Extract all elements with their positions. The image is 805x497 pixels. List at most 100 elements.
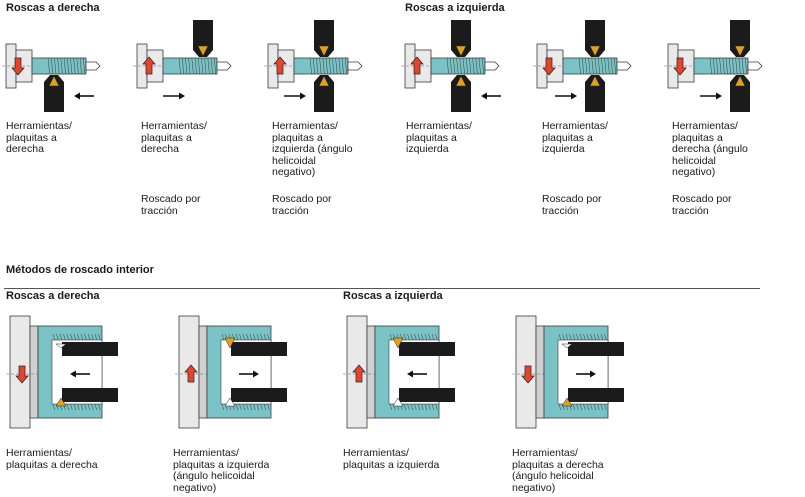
thread-line xyxy=(562,333,565,341)
ext-caption-method-5: Roscado por tracción xyxy=(542,193,602,217)
thread-line xyxy=(63,57,66,75)
insert-top-icon xyxy=(55,343,67,349)
insert-bottom-icon xyxy=(224,397,236,407)
feed-arrow-head-icon xyxy=(179,92,185,100)
feed-arrow-head-icon xyxy=(253,370,259,378)
thread-line xyxy=(588,57,591,75)
tool-holder-bottom xyxy=(314,75,334,112)
insert-top-icon xyxy=(318,45,330,57)
insert-top-icon xyxy=(392,337,404,349)
tool-holder-top xyxy=(193,20,213,57)
rotation-arrow-up-icon xyxy=(142,56,156,75)
rotation-arrow-up-icon xyxy=(352,364,366,383)
thread-line xyxy=(579,403,583,411)
thread-line xyxy=(435,333,438,341)
thread-line xyxy=(239,403,242,411)
thread-line xyxy=(462,57,465,75)
thread-line xyxy=(579,333,583,341)
thread-line xyxy=(593,333,597,341)
thread-line xyxy=(581,57,585,75)
thread-line xyxy=(741,57,744,75)
int-figure-3 xyxy=(343,312,455,432)
thread-line xyxy=(80,333,84,341)
thread-line xyxy=(569,333,572,341)
thread-line xyxy=(73,57,76,75)
rotation-arrow-up-icon xyxy=(184,364,198,383)
ext-diagram xyxy=(533,20,632,112)
ext-diagram xyxy=(2,43,101,112)
thread-line xyxy=(76,57,79,75)
thread-line xyxy=(235,403,239,411)
thread-line xyxy=(256,333,260,341)
insert-bottom-icon xyxy=(392,397,404,407)
thread-line xyxy=(87,333,91,341)
thread-line xyxy=(66,403,70,411)
thread-line xyxy=(73,333,77,341)
thread-line xyxy=(80,403,84,411)
thread-line xyxy=(94,333,98,341)
insert-bottom-icon xyxy=(734,75,746,87)
tool-holder-top xyxy=(730,20,750,57)
thread-line xyxy=(719,57,722,75)
thread-line xyxy=(52,333,56,341)
thread-line xyxy=(604,57,607,75)
thread-line xyxy=(591,57,594,75)
rotation-arrow-down-icon xyxy=(15,365,29,384)
int-diagram xyxy=(175,315,287,429)
thread-line xyxy=(79,57,82,75)
thread-line xyxy=(52,403,56,411)
thread-line xyxy=(98,403,101,411)
thread-line xyxy=(84,403,87,411)
thread-line xyxy=(325,57,328,75)
feed-arrow-head-icon xyxy=(70,370,76,378)
thread-line xyxy=(221,403,225,411)
feed-arrow-head-icon xyxy=(300,92,306,100)
feed-arrow-head-icon xyxy=(74,92,80,100)
thread-line xyxy=(453,57,456,75)
thread-line xyxy=(597,333,600,341)
thread-line xyxy=(309,57,312,75)
thread-line xyxy=(70,403,73,411)
chuck-jaw xyxy=(366,325,376,419)
thread-line xyxy=(414,403,417,411)
ext-figure-5 xyxy=(533,20,645,112)
feed-arrow-head-icon xyxy=(590,370,596,378)
thread-line xyxy=(424,333,428,341)
tailstock-centre xyxy=(747,61,763,71)
thread-line xyxy=(600,333,604,341)
thread-line xyxy=(558,403,562,411)
thread-line xyxy=(410,403,414,411)
thread-line xyxy=(576,333,579,341)
int-figure-2 xyxy=(175,312,287,432)
thread-line xyxy=(613,57,617,75)
ext-caption-tool-3: Herramientas/ plaquitas a izquierda (áng… xyxy=(272,120,353,178)
int-caption-tool-3: Herramientas/ plaquitas a izquierda xyxy=(343,447,440,471)
thread-line xyxy=(267,333,270,341)
thread-line xyxy=(60,57,63,75)
thread-line xyxy=(421,333,424,341)
thread-line xyxy=(242,333,246,341)
thread-line xyxy=(607,57,610,75)
thread-line xyxy=(191,57,194,75)
thread-line xyxy=(341,57,344,75)
thread-line xyxy=(389,403,393,411)
thread-line xyxy=(590,403,593,411)
header-internal-right-hand: Roscas a derecha xyxy=(6,290,100,302)
boring-bar-top xyxy=(62,342,118,356)
ext-caption-tool-2: Herramientas/ plaquitas a derecha xyxy=(141,120,207,155)
thread-line xyxy=(63,333,66,341)
thread-line xyxy=(435,403,438,411)
thread-line xyxy=(316,57,319,75)
thread-line xyxy=(77,403,80,411)
thread-line xyxy=(260,403,263,411)
thread-line xyxy=(344,57,348,75)
feed-arrow-head-icon xyxy=(481,92,487,100)
thread-line xyxy=(431,403,435,411)
thread-line xyxy=(267,403,270,411)
thread-line xyxy=(201,57,204,75)
int-figure-1 xyxy=(6,312,118,432)
header-external-right-hand: Roscas a derecha xyxy=(6,2,100,14)
thread-line xyxy=(481,57,485,75)
thread-line xyxy=(732,57,735,75)
thread-line xyxy=(57,57,60,75)
